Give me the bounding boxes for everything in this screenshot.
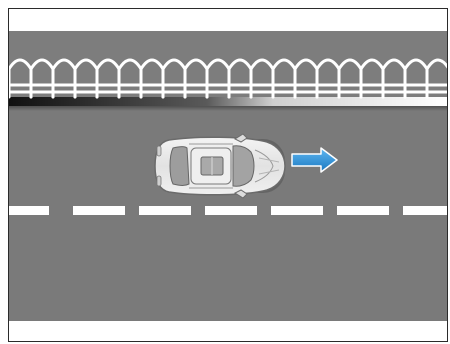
road-scene — [9, 9, 448, 342]
curb-shadow — [9, 106, 448, 111]
diagram-frame — [8, 8, 448, 342]
lane-marking — [9, 206, 448, 215]
car-icon — [155, 134, 285, 198]
